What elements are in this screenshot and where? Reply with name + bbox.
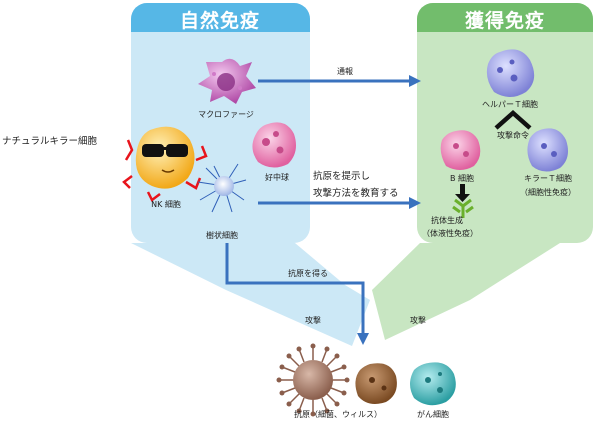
attack-left-label: 攻撃 — [305, 316, 321, 325]
acquired-title-bar — [417, 3, 593, 32]
cancer-label: がん細胞 — [417, 410, 449, 419]
macrophage-cell — [198, 58, 256, 104]
antigen-arrow — [225, 243, 369, 345]
present-label-1: 抗原を提示し — [313, 171, 371, 182]
antigen-label: 抗原（細菌、ウィルス） — [294, 410, 382, 419]
notify-arrow — [258, 75, 421, 87]
attack-arrow-innate — [131, 243, 370, 346]
antibody-icon — [452, 198, 474, 218]
antigen-virus — [276, 343, 350, 417]
neutrophil-label: 好中球 — [265, 173, 289, 182]
acquired-title: 獲得免疫 — [464, 10, 546, 32]
cancer-cell — [410, 362, 456, 406]
sunglasses-icon — [142, 144, 164, 157]
attack-arrow-acquired — [372, 243, 560, 340]
nk-cell — [122, 126, 208, 202]
killer-t-label: キラーＴ細胞 — [524, 174, 572, 183]
neutrophil-cell — [252, 122, 296, 168]
bacterium-cell — [355, 363, 397, 404]
dendritic-label: 樹状細胞 — [206, 231, 238, 240]
helper-t-cell — [486, 49, 535, 97]
innate-title: 自然免疫 — [179, 10, 261, 32]
innate-title-bar — [131, 3, 310, 32]
antibody-sub-label: （体液性免疫） — [422, 229, 478, 238]
antibody-label: 抗体生成 — [431, 216, 463, 225]
killer-t-cell — [527, 128, 568, 172]
present-label-2: 攻撃方法を教育する — [313, 188, 399, 199]
attack-order-label: 攻撃命令 — [497, 131, 529, 140]
macrophage-label: マクロファージ — [198, 110, 254, 119]
notify-label: 通報 — [337, 67, 353, 76]
b-cell-down-arrow — [455, 184, 470, 202]
killer-t-sub-label: （細胞性免疫） — [520, 188, 576, 197]
dendritic-cell — [197, 163, 247, 213]
b-cell-label: B 細胞 — [449, 174, 475, 183]
b-cell — [440, 130, 481, 170]
present-arrow — [258, 197, 421, 209]
helper-t-label: ヘルパーＴ細胞 — [482, 100, 538, 109]
nk-outside-label: ナチュラルキラー細胞 — [2, 136, 98, 147]
command-caret-icon — [494, 109, 532, 130]
nk-cell-label: NK 細胞 — [151, 200, 181, 209]
attack-right-label: 攻撃 — [410, 316, 426, 325]
get-antigen-label: 抗原を得る — [288, 269, 328, 278]
